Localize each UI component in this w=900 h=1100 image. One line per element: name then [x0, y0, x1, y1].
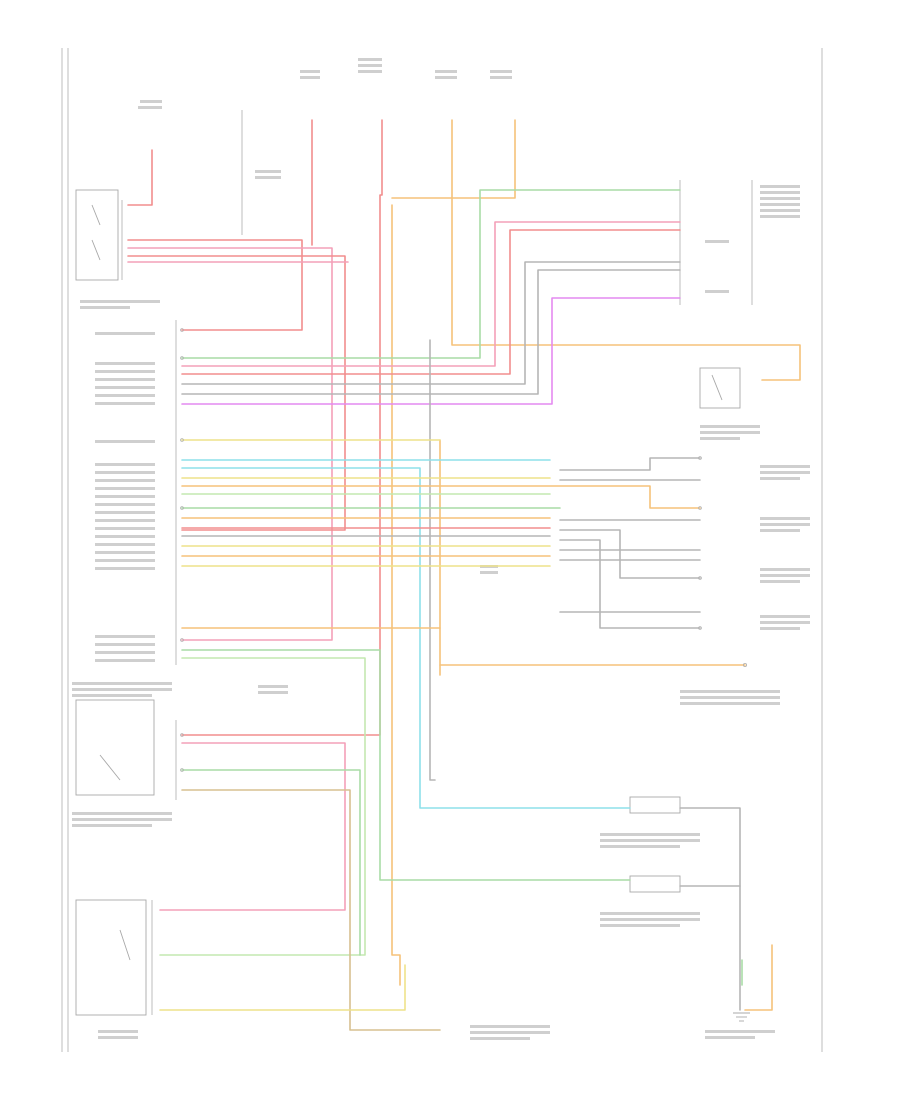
sensor-module [75, 699, 155, 796]
label-marks [72, 58, 810, 1040]
connector-icon [180, 328, 748, 772]
connectors [75, 180, 753, 1016]
switch-module [75, 189, 119, 281]
sensor-left [629, 875, 681, 893]
wires [127, 119, 801, 1031]
lower-switch-module [75, 899, 147, 1016]
switch-icon [91, 204, 723, 961]
sensor-right [629, 796, 681, 814]
frame [61, 48, 823, 1052]
ground-icon [733, 1012, 750, 1022]
relay-block [699, 367, 741, 409]
